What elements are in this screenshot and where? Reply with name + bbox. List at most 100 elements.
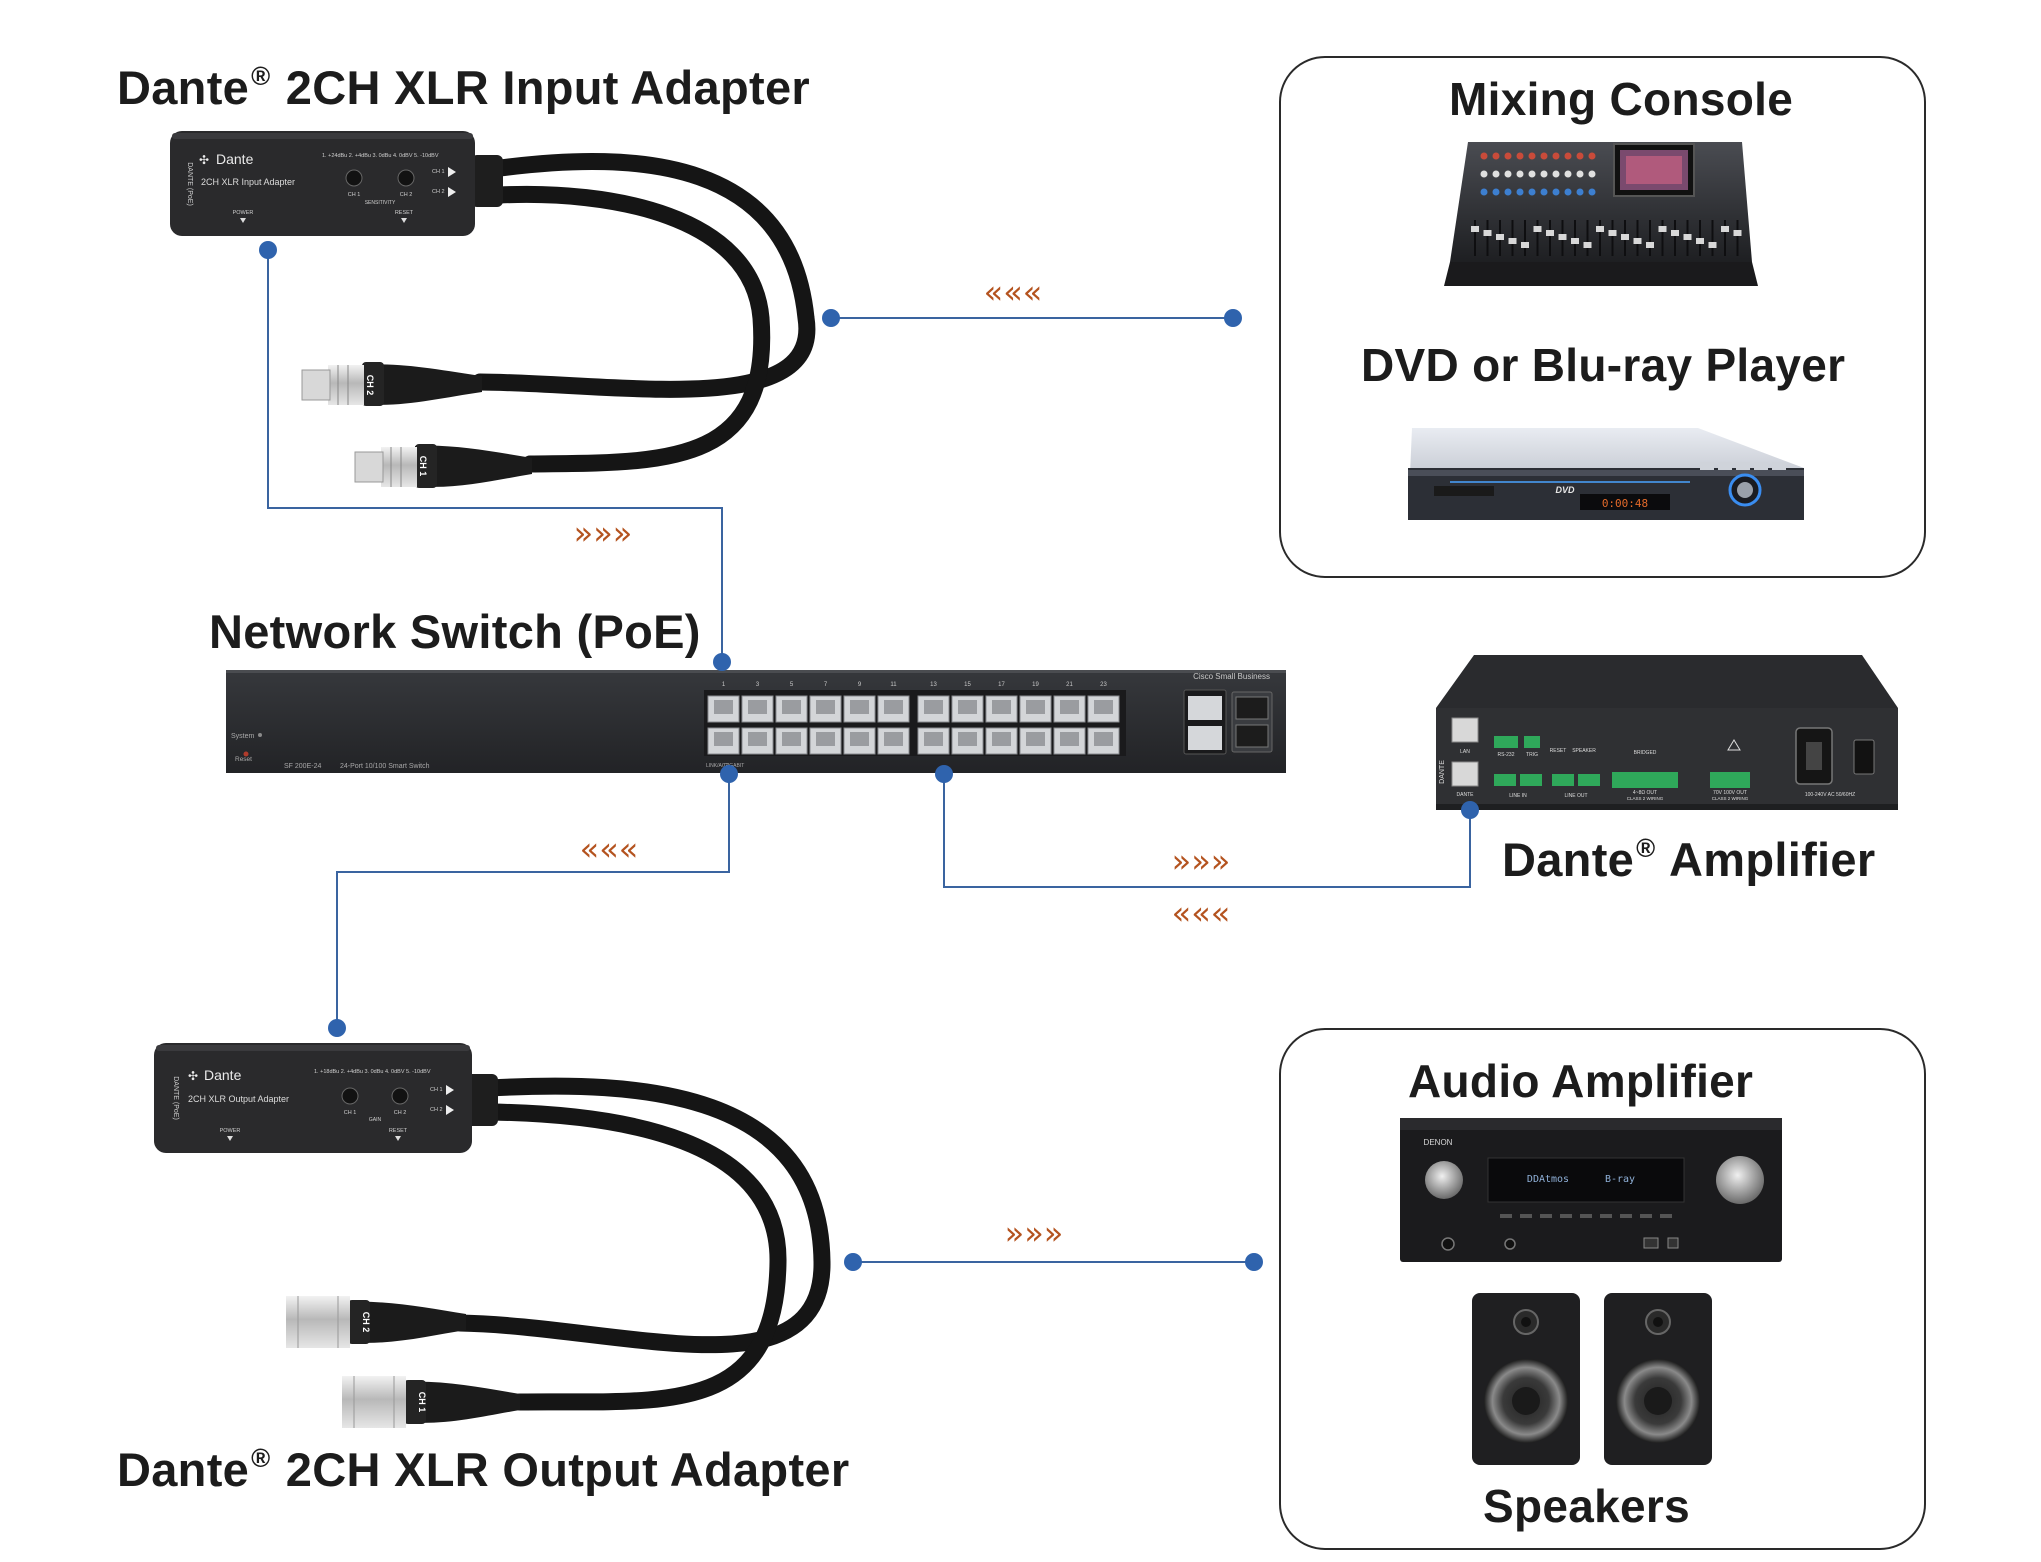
fader-cap [1483,230,1492,236]
fader-slot [1486,220,1489,256]
warning-icon [1727,739,1741,751]
speakers-title: Speakers [1483,1480,1690,1532]
console-knob [1540,152,1548,160]
out2-label: 70V 100V OUT [1713,790,1747,796]
dot-output-cable [844,1253,862,1271]
port-socket [714,700,733,714]
dvd-logo: DVD [1555,485,1575,495]
console-knob [1516,170,1524,178]
port-socket [1094,700,1113,714]
dot-input-cable [822,309,840,327]
line-in-label: LINE IN [1509,793,1527,799]
dot-audio-box [1245,1253,1263,1271]
fader-cap [1596,226,1604,232]
fader-slot [1724,220,1726,256]
fader-cap [1608,230,1617,236]
fader-cap [1621,234,1629,240]
xlr-label: CH 2 [365,375,375,396]
dot-switch-top [713,653,731,671]
port-socket [714,732,733,746]
console-knobs [1480,152,1596,196]
dvd-buttons [1700,462,1786,470]
audio-amplifier-image: DENON DDAtmos B-ray [1400,1118,1782,1262]
port-socket [884,700,903,714]
adapter-side-label: DANTE (PoE) [186,162,193,206]
switch-system-label: System [231,733,255,740]
fader-cap [1733,230,1742,236]
adapter-brand: Dante [216,151,254,167]
reset-pinhole-icon [243,751,249,757]
fader-cap [1708,242,1717,248]
ch2-arrow-icon [446,1105,454,1115]
fader-cap [1533,226,1542,232]
fader-cap [1508,238,1517,244]
power-arrow-icon [227,1136,233,1141]
input-xlr-ch1: CH 1 [354,444,532,488]
output-xlr-ch1: CH 1 [342,1376,520,1428]
receiver-display-2: B-ray [1605,1174,1635,1185]
input-adapter-title: Dante® 2CH XLR Input Adapter [117,61,810,114]
port-socket [1094,732,1113,746]
console-knob [1528,188,1536,196]
line-switch-to-amplifier [943,774,1471,888]
speaker-left [1472,1293,1580,1465]
fader-cap [1671,230,1679,236]
input-adapter-device: DANTE (PoE) Dante ✣ 2CH XLR Input Adapte… [170,131,503,236]
xlr-label: CH 2 [361,1312,371,1333]
reset-label: RESET [1550,748,1567,754]
fader-cap [1546,230,1554,236]
console-knob [1492,170,1500,178]
port-number: 19 [1032,682,1039,688]
console-knob [1516,188,1524,196]
console-knob [1588,152,1596,160]
adapter-reset-label: RESET [389,1128,408,1134]
port-socket [748,700,767,714]
class1-label: CLASS 2 WIRING [1627,796,1664,801]
console-knob [1552,152,1560,160]
lan-label: LAN [1460,749,1470,755]
dvd-time-display: 0:00:48 [1602,497,1648,510]
fader-slot [1549,220,1551,256]
fader-cap [1583,242,1592,248]
fader-cap [1696,238,1704,244]
amplifier-title: Dante® Amplifier [1502,833,1876,886]
ch2-knob [397,169,415,187]
input-knob [1425,1161,1463,1199]
port-socket [958,700,977,714]
port-number: 7 [824,682,828,688]
ch2-knob-label: CH 2 [400,192,413,198]
port-socket [748,732,767,746]
dot-output-adapter [328,1019,346,1037]
fader-cap [1683,234,1692,240]
flow-arrow-right-icon: »»» [574,514,633,552]
input-cables [471,152,816,473]
fader-slot [1611,220,1614,256]
dot-input-adapter [259,241,277,259]
output-adapter-title: Dante® 2CH XLR Output Adapter [117,1443,850,1496]
line-input-to-switch [267,250,723,662]
fader-cap [1558,234,1567,240]
console-knob [1576,170,1584,178]
ch1-arrow-icon [448,167,456,177]
fader-slot [1711,220,1714,256]
fader-cap [1496,234,1504,240]
receiver-buttons [1500,1214,1672,1218]
console-knob [1564,152,1572,160]
dot-source-box [1224,309,1242,327]
amp-terminals [1494,736,1750,788]
ch1-knob [341,1087,359,1105]
console-knob [1540,170,1548,178]
fader-cap [1571,238,1579,244]
dvd-player-title: DVD or Blu-ray Player [1361,339,1846,391]
console-knob [1588,188,1596,196]
port-socket [816,700,835,714]
port-socket [924,732,943,746]
switch-brand: Cisco Small Business [1193,672,1270,681]
switch-link-label: LINK/ACT [706,763,729,769]
flow-arrow-left-icon: ««« [984,273,1043,311]
port-socket [992,700,1011,714]
port-socket [1026,700,1045,714]
port-socket [958,732,977,746]
switch-title: Network Switch (PoE) [209,605,701,658]
